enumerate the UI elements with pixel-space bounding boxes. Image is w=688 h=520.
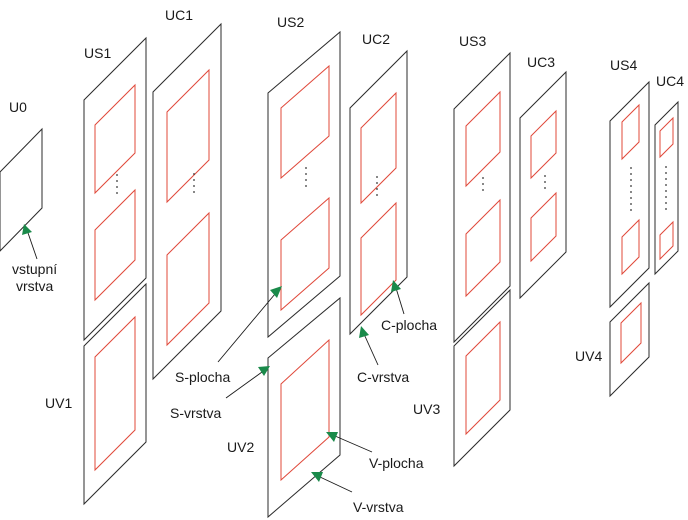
arrow-vstupni	[26, 229, 38, 260]
annotation-v-vrstva: V-vrstva	[311, 472, 404, 515]
label-us4: US4	[610, 57, 637, 73]
label-us2: US2	[277, 14, 304, 30]
label-uc1: UC1	[165, 7, 193, 23]
layer-uv4: UV4	[575, 281, 650, 398]
uv4-plane	[620, 301, 642, 365]
annotation-c-plocha: C-plocha	[381, 280, 437, 333]
us2-ellipsis	[305, 167, 307, 187]
annotation-v-plocha-text: V-plocha	[369, 455, 424, 471]
uv1-plane	[94, 315, 136, 472]
arrow-v-plocha	[334, 435, 373, 453]
arrow-s-vrstva	[225, 371, 263, 399]
annotation-vstupni-line2: vrstva	[16, 278, 54, 294]
annotation-s-vrstva: S-vrstva	[170, 366, 270, 421]
annotation-v-plocha: V-plocha	[326, 432, 424, 471]
uv3-plane	[465, 320, 501, 436]
label-uc4: UC4	[656, 73, 684, 89]
layer-us1: US1	[83, 36, 147, 342]
arrow-head-c-plocha	[391, 280, 401, 292]
layer-uc2: UC2	[349, 31, 408, 336]
uc2-frame	[349, 49, 408, 336]
us2-frame	[267, 30, 341, 339]
layer-us3: US3	[453, 33, 511, 344]
uc3-plane-top	[530, 109, 557, 180]
arrow-head-v-vrstva	[311, 472, 323, 482]
label-us1: US1	[84, 45, 111, 61]
arrow-head-s-vrstva	[258, 366, 270, 376]
uc4-ellipsis	[665, 166, 667, 210]
uv4-frame	[609, 281, 650, 398]
annotation-vstupni-vrstva: vstupní vrstva	[12, 224, 57, 294]
arrow-c-vrstva	[363, 333, 379, 366]
uc3-ellipsis	[544, 175, 546, 189]
uv2-frame	[267, 296, 341, 519]
label-uv1: UV1	[45, 395, 72, 411]
layer-us2: US2	[267, 14, 341, 339]
us3-plane-top	[465, 90, 501, 188]
uc1-frame	[152, 22, 222, 381]
uc1-ellipsis	[193, 173, 195, 193]
annotation-vstupni-line1: vstupní	[12, 261, 57, 277]
us4-ellipsis	[630, 167, 632, 211]
us2-plane-top	[280, 64, 330, 180]
label-uv3: UV3	[413, 401, 440, 417]
arrow-head-c-vrstva	[359, 326, 369, 338]
us1-plane-bottom	[94, 188, 136, 302]
u0-frame	[0, 127, 43, 252]
uc3-plane-bottom	[530, 191, 557, 263]
label-uc3: UC3	[527, 54, 555, 70]
annotation-c-vrstva-text: C-vrstva	[357, 369, 409, 385]
us1-ellipsis	[116, 174, 118, 194]
uc2-plane-top	[360, 91, 397, 205]
arrow-head-vstupni	[22, 224, 32, 235]
layer-uc1: UC1	[152, 7, 222, 381]
layer-uv3: UV3	[413, 288, 511, 468]
us3-plane-bottom	[465, 198, 501, 298]
layer-u0: U0	[0, 99, 43, 252]
layer-uv1: UV1	[45, 282, 147, 506]
annotation-s-plocha: S-plocha	[175, 286, 282, 385]
uc1-plane-bottom	[166, 211, 210, 347]
us4-plane-bottom	[621, 218, 640, 276]
us1-plane-top	[94, 83, 136, 195]
label-u0: U0	[9, 99, 27, 115]
layer-uc4: UC4	[654, 73, 684, 276]
arrow-s-plocha	[217, 293, 276, 363]
label-uv4: UV4	[575, 348, 602, 364]
uv3-frame	[453, 288, 511, 468]
annotation-s-plocha-text: S-plocha	[175, 369, 230, 385]
label-us3: US3	[459, 33, 486, 49]
uc4-plane-top	[659, 116, 674, 159]
label-uc2: UC2	[362, 31, 390, 47]
annotation-c-vrstva: C-vrstva	[357, 326, 409, 385]
arrow-c-plocha	[395, 287, 405, 315]
annotation-v-vrstva-text: V-vrstva	[353, 499, 404, 515]
layer-uc3: UC3	[519, 54, 567, 300]
arrow-head-s-plocha	[270, 286, 282, 298]
us3-frame	[453, 51, 511, 344]
us4-frame	[609, 80, 650, 309]
annotation-c-plocha-text: C-plocha	[381, 317, 437, 333]
uv1-frame	[83, 282, 147, 506]
label-uv2: UV2	[227, 439, 254, 455]
annotation-s-vrstva-text: S-vrstva	[170, 405, 222, 421]
arrow-v-vrstva	[319, 476, 353, 493]
arrow-head-v-plocha	[326, 432, 338, 442]
layer-us4: US4	[609, 57, 650, 309]
uc3-frame	[519, 70, 567, 300]
us4-plane-top	[621, 103, 640, 161]
uc4-frame	[654, 100, 679, 276]
us3-ellipsis	[482, 177, 484, 191]
uc2-plane-bottom	[360, 201, 397, 317]
uc4-plane-bottom	[659, 220, 674, 261]
uc1-plane-top	[166, 68, 210, 204]
layer-uv2: UV2	[227, 296, 341, 519]
uc2-ellipsis	[376, 176, 378, 196]
uv2-plane	[280, 338, 330, 482]
